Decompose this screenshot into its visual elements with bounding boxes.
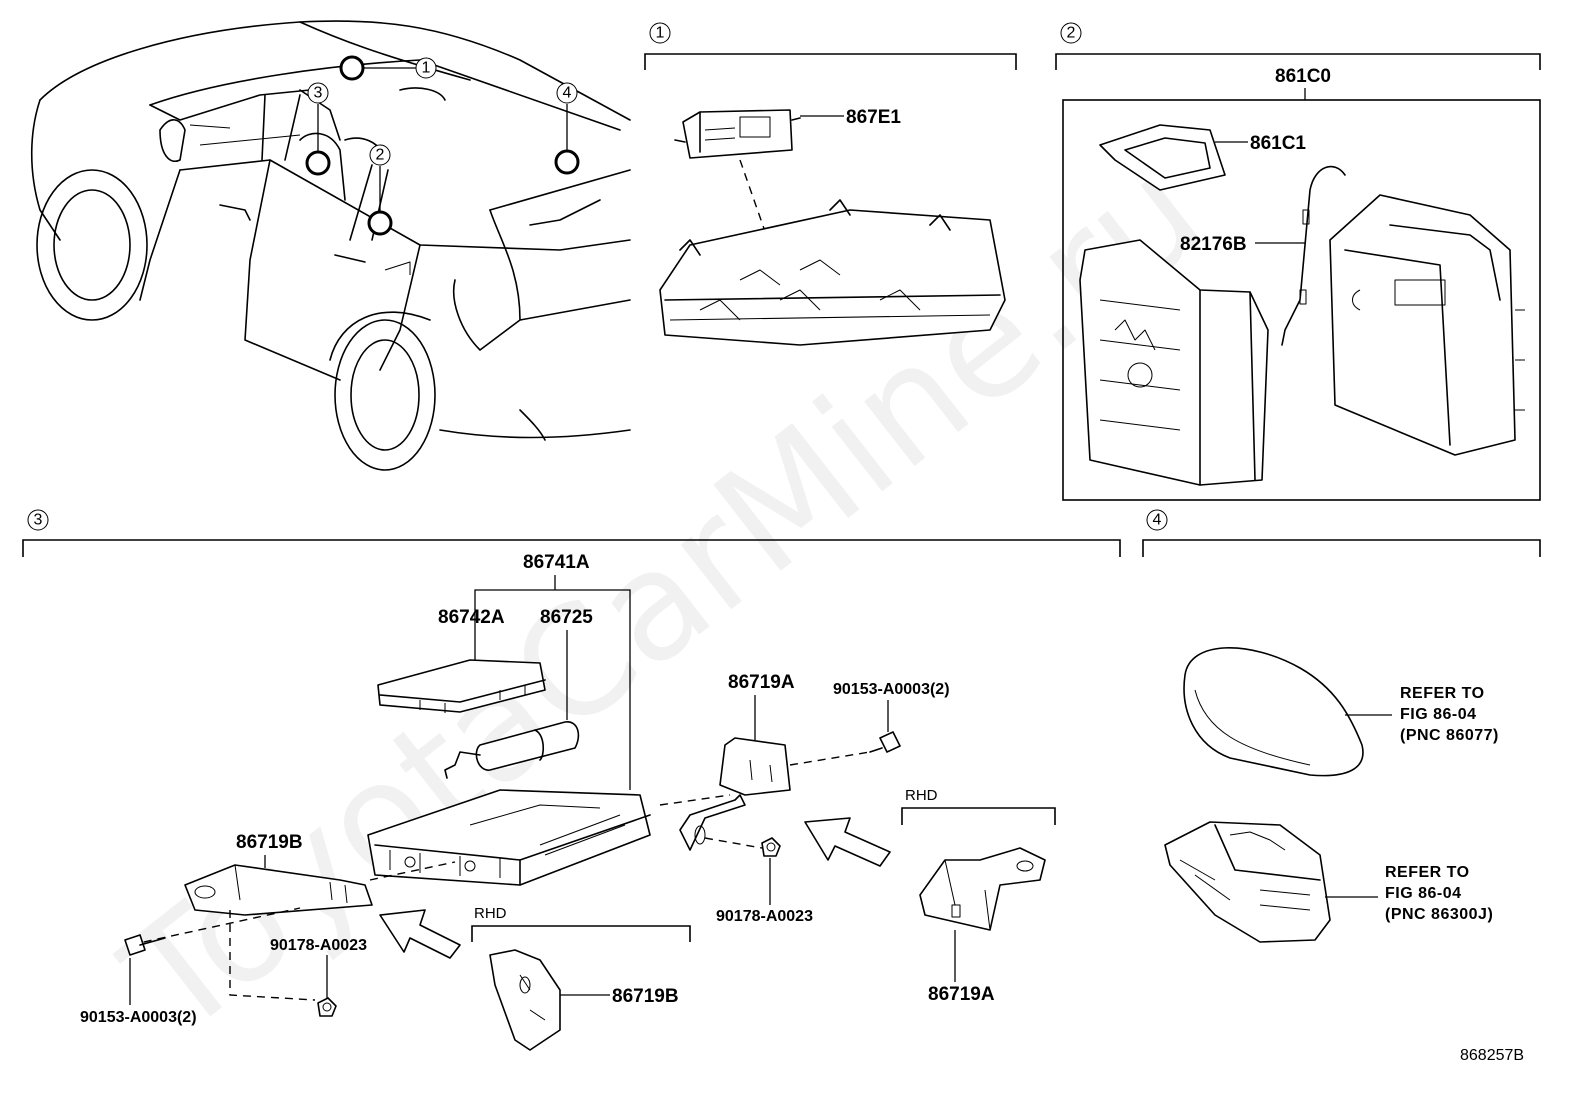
part-label-86719B-rhd: 86719B bbox=[612, 986, 679, 1007]
part-867E1-module bbox=[674, 109, 801, 159]
rhd-group-right: RHD 86719A bbox=[901, 787, 1056, 1005]
section-4: 4 REFER TO FIG 86-04 (PNC 86077) REFER T… bbox=[1142, 509, 1541, 943]
part-label-90153-right: 90153-A0003(2) bbox=[833, 681, 950, 698]
part-label-867E1: 867E1 bbox=[846, 107, 901, 128]
ref-note-2-line1: REFER TO bbox=[1385, 864, 1470, 881]
location-marker-1 bbox=[339, 55, 365, 81]
part-86719A-bracket bbox=[679, 737, 791, 851]
section-3: 3 86741A 86742A 86725 bbox=[22, 509, 1121, 1051]
svg-text:1: 1 bbox=[422, 60, 431, 77]
section-2: 2 861C0 861C1 82176B bbox=[1055, 22, 1541, 501]
part-label-86741A: 86741A bbox=[523, 552, 590, 573]
callout-2: 2 bbox=[369, 144, 391, 166]
callout-4: 4 bbox=[556, 82, 578, 104]
part-label-90178-right: 90178-A0023 bbox=[716, 908, 813, 925]
arrow-right bbox=[804, 817, 891, 867]
part-86725-battery bbox=[444, 721, 580, 779]
part-label-86725: 86725 bbox=[540, 607, 593, 628]
ref-note-2-line2: FIG 86-04 bbox=[1385, 885, 1462, 902]
svg-text:4: 4 bbox=[563, 85, 572, 102]
svg-text:2: 2 bbox=[376, 147, 385, 164]
ref-note-2-line3: (PNC 86300J) bbox=[1385, 906, 1493, 923]
nut-90178-right bbox=[761, 837, 781, 857]
part-861C1-bracket bbox=[1099, 124, 1226, 191]
part-label-90178-left: 90178-A0023 bbox=[270, 937, 367, 954]
vehicle-overview: 1 3 2 4 bbox=[30, 20, 631, 471]
rhd-label-right: RHD bbox=[905, 787, 938, 804]
ref-note-1-line1: REFER TO bbox=[1400, 685, 1485, 702]
callout-3: 3 bbox=[307, 82, 329, 104]
part-86742A-cover bbox=[377, 659, 546, 713]
part-82176B-harness bbox=[1281, 165, 1346, 346]
part-label-82176B: 82176B bbox=[1180, 234, 1247, 255]
part-86741A-unit bbox=[367, 789, 651, 886]
part-label-90153-left: 90153-A0003(2) bbox=[80, 1009, 197, 1026]
ref-note-1-line3: (PNC 86077) bbox=[1400, 727, 1499, 744]
antenna-cover bbox=[1183, 647, 1364, 777]
callout-1: 1 bbox=[415, 57, 437, 79]
ref-note-1-line2: FIG 86-04 bbox=[1400, 706, 1477, 723]
section-4-number: 4 bbox=[1153, 512, 1162, 529]
part-86719B-bracket bbox=[184, 864, 373, 916]
arrow-left bbox=[379, 909, 461, 959]
section-2-number: 2 bbox=[1067, 25, 1076, 42]
bolt-90153-left bbox=[124, 934, 166, 956]
part-label-86719B-main: 86719B bbox=[236, 832, 303, 853]
part-label-861C1: 861C1 bbox=[1250, 133, 1306, 154]
location-marker-4 bbox=[554, 149, 580, 175]
location-marker-3 bbox=[305, 150, 331, 176]
location-marker-2 bbox=[367, 210, 393, 236]
section-1: 1 867E1 bbox=[644, 22, 1017, 346]
svg-text:3: 3 bbox=[314, 85, 323, 102]
rhd-group-left: RHD 86719B bbox=[471, 905, 691, 1051]
diagram-id: 868257B bbox=[1460, 1047, 1524, 1064]
section-1-number: 1 bbox=[656, 25, 665, 42]
part-label-86719A-rhd: 86719A bbox=[928, 984, 995, 1005]
display-unit-front bbox=[1079, 239, 1269, 486]
part-label-86719A-main: 86719A bbox=[728, 672, 795, 693]
section-3-number: 3 bbox=[34, 512, 43, 529]
overhead-console bbox=[659, 199, 1006, 346]
rhd-label-left: RHD bbox=[474, 905, 507, 922]
part-label-861C0: 861C0 bbox=[1275, 66, 1331, 87]
nut-90178-left bbox=[317, 997, 337, 1017]
display-unit-back bbox=[1329, 194, 1525, 456]
bolt-90153-right bbox=[869, 731, 901, 753]
assembly-box-861C0 bbox=[1062, 99, 1541, 501]
part-label-86742A: 86742A bbox=[438, 607, 505, 628]
antenna-base bbox=[1164, 821, 1331, 943]
